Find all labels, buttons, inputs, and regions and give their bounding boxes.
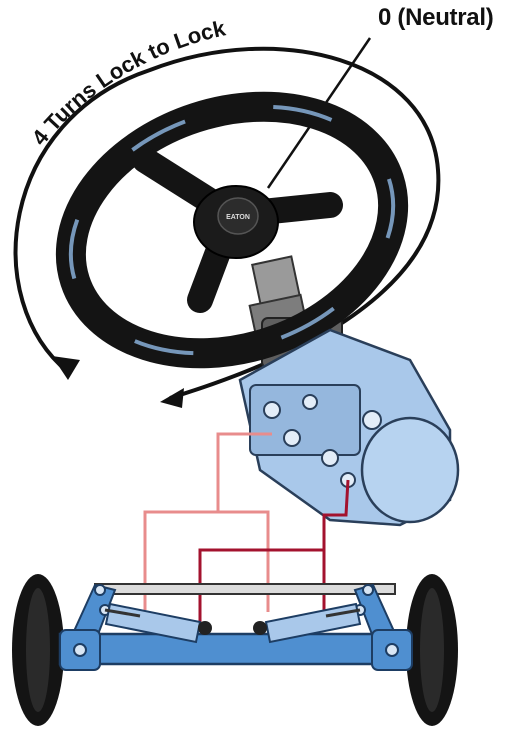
tie-rod <box>94 583 396 595</box>
port-1 <box>263 401 281 419</box>
steering-wheel: EATON <box>55 91 409 369</box>
axle-beam <box>58 632 412 666</box>
port-2 <box>302 394 318 410</box>
arrow-head-bottom-icon <box>160 388 184 408</box>
rotation-arrow <box>13 46 441 408</box>
hub-logo-badge <box>217 197 259 235</box>
hydraulic-hoses <box>143 432 350 622</box>
port-6 <box>362 410 382 430</box>
neutral-label: 0 (Neutral) <box>378 4 494 31</box>
rotation-arrow-path <box>13 46 441 400</box>
right-cylinder <box>253 602 362 644</box>
left-cylinder <box>104 602 212 644</box>
port-3 <box>283 429 301 447</box>
arrow-head-left-icon <box>52 356 80 380</box>
port-4 <box>321 449 339 467</box>
axle-assembly <box>12 574 458 726</box>
hub-logo-text: EATON <box>226 214 250 221</box>
steering-unit <box>238 328 460 527</box>
